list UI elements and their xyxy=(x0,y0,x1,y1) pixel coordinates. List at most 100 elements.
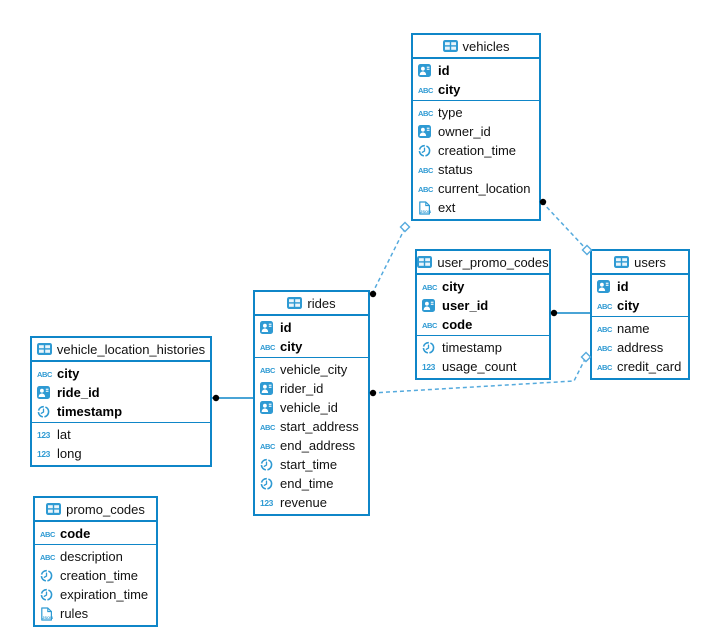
svg-text:123: 123 xyxy=(422,362,436,372)
column-owner_id: owner_id xyxy=(413,122,539,141)
column-label: vehicle_id xyxy=(280,400,338,415)
svg-text:ABC: ABC xyxy=(597,302,613,311)
text-type-icon: ABC xyxy=(597,324,617,334)
table-title: vehicles xyxy=(462,38,510,54)
column-label: expiration_time xyxy=(60,587,149,602)
text-type-icon: ABC xyxy=(418,165,438,175)
person-id-icon xyxy=(260,401,280,414)
svg-text:ABC: ABC xyxy=(597,344,613,353)
relation-endpoint-dot xyxy=(369,389,377,397)
text-type-icon: ABC xyxy=(40,552,60,562)
person-id-icon xyxy=(37,386,57,399)
svg-text:ABC: ABC xyxy=(37,370,53,379)
table-icon xyxy=(46,503,62,515)
column-label: user_id xyxy=(442,298,489,313)
table-header-user_promo_codes[interactable]: user_promo_codes xyxy=(417,251,549,275)
time-type-icon xyxy=(260,477,280,490)
table-header-vehicles[interactable]: vehicles xyxy=(413,35,539,59)
column-label: timestamp xyxy=(57,404,123,419)
table-title: promo_codes xyxy=(66,501,145,517)
person-id-icon xyxy=(418,64,438,77)
column-user_id: user_id xyxy=(417,296,549,315)
column-city: ABC city xyxy=(255,337,368,356)
number-type-icon: 123 xyxy=(260,498,280,508)
svg-text:ABC: ABC xyxy=(418,166,434,175)
relation-line-rides-vehicles xyxy=(371,227,406,295)
time-type-icon xyxy=(40,588,60,601)
text-type-icon: ABC xyxy=(597,362,617,372)
person-id-icon xyxy=(260,321,280,334)
table-header-users[interactable]: users xyxy=(592,251,688,275)
svg-text:JSON: JSON xyxy=(420,208,431,213)
table-header-promo_codes[interactable]: promo_codes xyxy=(35,498,156,522)
column-label: city xyxy=(280,339,303,354)
column-label: ext xyxy=(438,200,456,215)
column-ext: JSON ext xyxy=(413,198,539,217)
column-label: type xyxy=(438,105,463,120)
column-end_time: end_time xyxy=(255,474,368,493)
table-header-rides[interactable]: rides xyxy=(255,292,368,316)
text-type-icon: ABC xyxy=(597,301,617,311)
text-type-icon: ABC xyxy=(260,441,280,451)
svg-text:ABC: ABC xyxy=(597,325,613,334)
person-id-icon xyxy=(260,382,280,395)
column-label: current_location xyxy=(438,181,531,196)
column-rider_id: rider_id xyxy=(255,379,368,398)
relation-endpoint-diamond xyxy=(399,221,411,233)
table-icon xyxy=(287,297,303,309)
number-type-icon: 123 xyxy=(422,362,442,372)
table-header-vehicle_location_histories[interactable]: vehicle_location_histories xyxy=(32,338,210,362)
column-label: owner_id xyxy=(438,124,491,139)
table-icon xyxy=(442,40,458,52)
text-type-icon: ABC xyxy=(418,85,438,95)
column-label: end_time xyxy=(280,476,334,491)
time-type-icon xyxy=(422,341,442,354)
column-label: rider_id xyxy=(280,381,324,396)
primary-key-section: ABC code xyxy=(35,522,156,545)
column-label: end_address xyxy=(280,438,356,453)
svg-text:ABC: ABC xyxy=(40,530,56,539)
column-id: id xyxy=(592,277,688,296)
column-label: name xyxy=(617,321,650,336)
column-timestamp: timestamp xyxy=(417,338,549,357)
column-label: code xyxy=(60,526,91,541)
svg-text:ABC: ABC xyxy=(260,423,276,432)
column-id: id xyxy=(255,318,368,337)
time-type-icon xyxy=(260,458,280,471)
table-icon xyxy=(614,256,630,268)
column-label: creation_time xyxy=(60,568,139,583)
person-id-icon xyxy=(422,299,442,312)
column-start_time: start_time xyxy=(255,455,368,474)
text-type-icon: ABC xyxy=(418,184,438,194)
svg-text:ABC: ABC xyxy=(260,343,276,352)
column-label: address xyxy=(617,340,664,355)
column-label: id xyxy=(280,320,292,335)
relation-endpoint-dot xyxy=(550,309,558,317)
relation-endpoint-dot xyxy=(212,394,220,402)
column-timestamp: timestamp xyxy=(32,402,210,421)
time-type-icon xyxy=(418,144,438,157)
svg-text:ABC: ABC xyxy=(422,283,438,292)
table-title: rides xyxy=(307,295,336,311)
column-id: id xyxy=(413,61,539,80)
number-type-icon: 123 xyxy=(37,430,57,440)
svg-text:ABC: ABC xyxy=(418,185,434,194)
column-label: revenue xyxy=(280,495,327,510)
